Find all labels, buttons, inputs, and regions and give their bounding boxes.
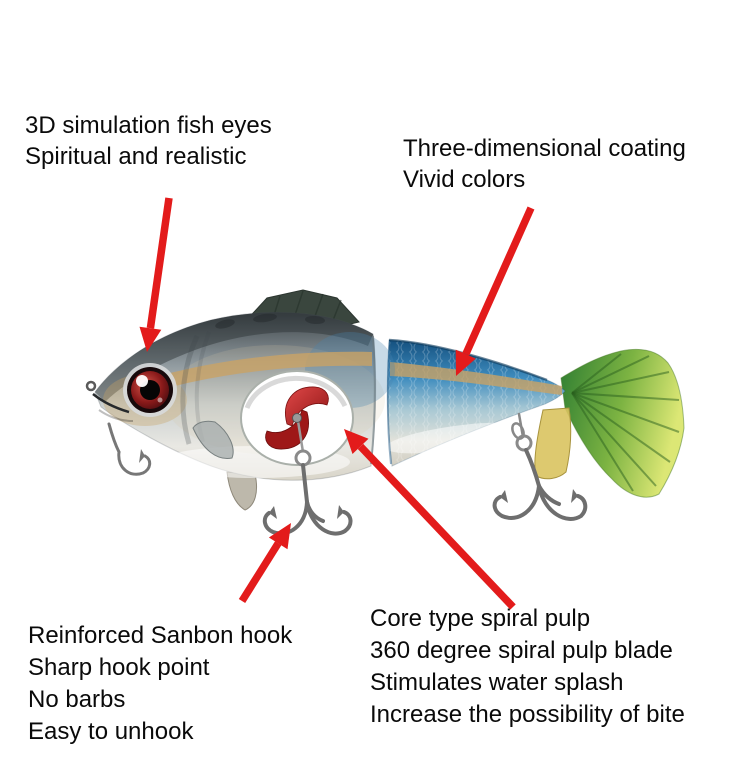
annotation-line: Core type spiral pulp — [370, 605, 591, 632]
gill-line — [180, 334, 200, 445]
gold-stripe-front — [127, 351, 372, 398]
annotation-hook: Reinforced Sanbon hook Sharp hook point … — [28, 620, 292, 748]
annotation-coating: Three-dimensional coating Vivid colors — [403, 133, 686, 195]
annotation-line: Three-dimensional coating — [403, 135, 686, 162]
fish-eye — [123, 363, 177, 417]
annotation-line: 3D simulation fish eyes — [25, 112, 272, 139]
annotation-line: Vivid colors — [403, 166, 526, 193]
annotation-fish-eyes: 3D simulation fish eyes Spiritual and re… — [25, 110, 272, 172]
anal-fin — [534, 407, 572, 480]
front-hook — [107, 422, 152, 476]
rear-body — [385, 338, 566, 467]
annotation-line: Easy to unhook — [28, 718, 194, 745]
tail-fin — [560, 348, 685, 498]
pelvic-fin — [226, 471, 258, 511]
annotation-line: Spiritual and realistic — [25, 143, 247, 170]
annotation-line: Increase the possibility of bite — [370, 701, 685, 728]
nose-eyelet — [85, 380, 97, 392]
lure-image — [85, 289, 685, 536]
mouth-line — [92, 393, 130, 414]
annotation-line: 360 degree spiral pulp blade — [370, 637, 673, 664]
gold-stripe-rear — [390, 362, 562, 395]
annotation-line: No barbs — [28, 686, 126, 713]
annotation-line: Sharp hook point — [28, 654, 210, 681]
annotation-line: Reinforced Sanbon hook — [28, 622, 293, 649]
annotation-spiral: Core type spiral pulp 360 degree spiral … — [370, 603, 685, 731]
annotation-line: Stimulates water splash — [370, 669, 624, 696]
spiral-blade — [265, 386, 329, 453]
pectoral-fin — [192, 420, 234, 459]
